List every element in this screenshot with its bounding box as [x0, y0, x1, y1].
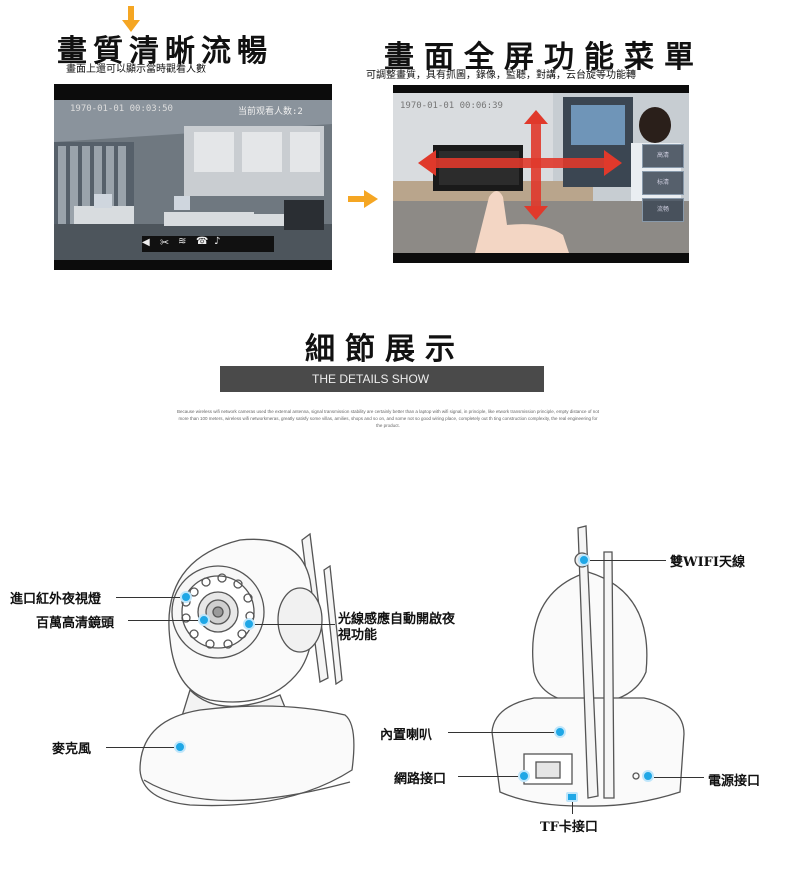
microphone-icon[interactable]: ♪ — [214, 236, 221, 247]
power-port-callout-dot — [642, 770, 654, 782]
fullscreen-menu-subtitle: 可調整畫質，具有抓圖，錄像，監聽，對講，云台旋等功能轉 — [366, 70, 636, 81]
lens-leader — [128, 620, 198, 621]
light-sensor-leader — [255, 624, 335, 625]
details-paragraph: Because wireless wifi network cameras us… — [177, 409, 599, 428]
light-sensor-callout-dot — [243, 618, 255, 630]
power-port-label: 電源接口 — [708, 774, 761, 789]
quality-hd-button[interactable]: 高清 — [642, 144, 684, 168]
network-port-leader — [458, 776, 518, 777]
antenna-label: 雙WIFI天線 — [670, 555, 745, 570]
fullscreen-menu-title: 畫面全屏功能菜單 — [384, 40, 704, 75]
ir-light-leader — [116, 597, 180, 598]
speaker-leader — [448, 732, 554, 733]
down-arrow-icon — [122, 6, 140, 36]
camera-back-drawing — [484, 522, 694, 826]
image-quality-subtitle: 畫面上還可以顯示當時觀看人數 — [66, 64, 206, 75]
details-banner: THE DETAILS SHOW — [220, 366, 544, 392]
tf-card-label: TF卡接口 — [540, 820, 598, 835]
tf-card-callout-dot — [566, 792, 578, 802]
playback-controls: ◀ ✂ ≋ ☎ ♪ — [142, 236, 228, 250]
ir-light-label: 進口紅外夜視燈 — [10, 592, 102, 607]
speaker-label: 內置喇叭 — [380, 728, 433, 743]
intercom-icon[interactable]: ☎ — [196, 236, 209, 247]
microphone-leader — [106, 747, 174, 748]
microphone-label: 麥克風 — [52, 742, 92, 757]
live-view-screenshot — [54, 84, 332, 270]
live-view-timestamp: 1970-01-01 00:03:50 — [70, 104, 173, 114]
right-arrow-icon — [348, 190, 378, 212]
lens-label: 百萬高清鏡頭 — [36, 616, 115, 631]
power-port-leader — [654, 777, 704, 778]
camera-front-drawing — [130, 520, 380, 824]
light-sensor-label: 光線感應自動開啟夜視功能 — [338, 612, 456, 643]
wifi-icon[interactable]: ≋ — [178, 236, 187, 247]
quality-smooth-button[interactable]: 流畅 — [642, 198, 684, 222]
lens-callout-dot — [198, 614, 210, 626]
viewer-count: 当前观看人数:2 — [238, 107, 303, 117]
quality-menu: 高清 标清 流畅 — [642, 144, 684, 225]
volume-icon[interactable]: ◀ — [142, 237, 150, 248]
antenna-callout-dot — [578, 554, 590, 566]
microphone-callout-dot — [174, 741, 186, 753]
scissors-icon[interactable]: ✂ — [160, 236, 170, 249]
details-title: 細節展示 — [305, 332, 465, 367]
pan-tilt-arrows[interactable] — [418, 110, 622, 224]
antenna-leader — [590, 560, 666, 561]
network-port-callout-dot — [518, 770, 530, 782]
speaker-callout-dot — [554, 726, 566, 738]
fullscreen-timestamp: 1970-01-01 00:06:39 — [400, 101, 503, 111]
tf-card-leader — [572, 802, 573, 814]
network-port-label: 網路接口 — [394, 772, 447, 787]
quality-sd-button[interactable]: 标清 — [642, 171, 684, 195]
image-quality-title: 畫質清晰流暢 — [57, 34, 273, 69]
ir-light-callout-dot — [180, 591, 192, 603]
